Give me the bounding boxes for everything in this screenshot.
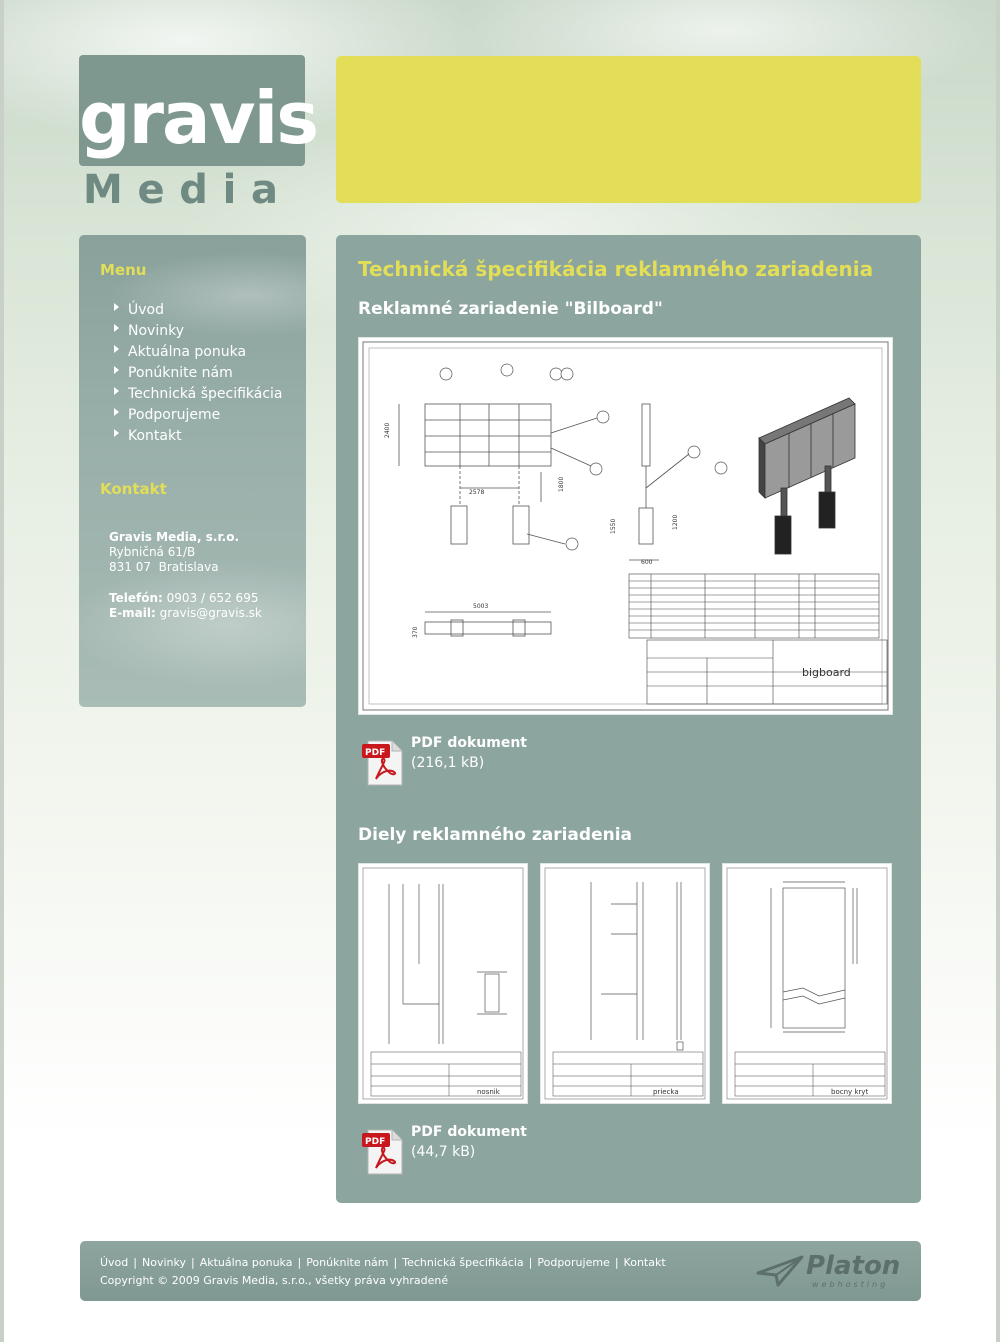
section-title-diely: Diely reklamného zariadenia <box>358 825 633 845</box>
pdf-download-diely[interactable]: PDF PDF dokument (44,7 kB) <box>358 1124 658 1180</box>
part-drawing-svg: bocny kryt <box>726 867 888 1100</box>
arrow-right-icon <box>114 408 119 416</box>
sidebar-item-podporujeme[interactable]: Podporujeme <box>112 405 283 426</box>
sidebar-item-label: Aktuálna ponuka <box>128 344 247 360</box>
sidebar-item-novinky[interactable]: Novinky <box>112 321 283 342</box>
logo-subtitle: Media <box>81 167 308 219</box>
arrow-right-icon <box>114 303 119 311</box>
logo-media-lettering: Media <box>83 167 303 213</box>
sidebar-item-aktualna-ponuka[interactable]: Aktuálna ponuka <box>112 342 283 363</box>
pdf-file-size: (44,7 kB) <box>411 1144 476 1160</box>
footer-link-ponuknite-nam[interactable]: Ponúknite nám <box>306 1256 389 1269</box>
pdf-file-icon: PDF <box>362 740 403 786</box>
footer-link-technicka-specifikacia[interactable]: Technická špecifikácia <box>402 1256 524 1269</box>
footer: Úvod | Novinky | Aktuálna ponuka | Ponúknite n… <box>80 1241 921 1301</box>
svg-text:600: 600 <box>641 559 653 566</box>
footer-separator: | <box>614 1256 619 1269</box>
contact-street: Rybničná 61/B <box>109 545 196 559</box>
arrow-right-icon <box>114 366 119 374</box>
paper-plane-icon <box>756 1255 804 1287</box>
technical-drawing-svg: 2578 2400 1800 600 1550 <box>362 341 889 711</box>
footer-link-podporujeme[interactable]: Podporujeme <box>537 1256 610 1269</box>
pdf-file-size: (216,1 kB) <box>411 755 485 771</box>
part-label: bocny kryt <box>831 1088 868 1096</box>
footer-separator: | <box>393 1256 398 1269</box>
arrow-right-icon <box>114 429 119 437</box>
sidebar-menu: Úvod Novinky Aktuálna ponuka Ponúknite n… <box>112 300 283 447</box>
sidebar-item-label: Technická špecifikácia <box>128 386 283 402</box>
sidebar-item-label: Úvod <box>128 302 164 318</box>
arrow-right-icon <box>114 345 119 353</box>
part-drawing-bocny-kryt[interactable]: bocny kryt <box>722 863 892 1104</box>
sidebar-item-kontakt[interactable]: Kontakt <box>112 426 283 447</box>
bilboard-drawing-image[interactable]: 2578 2400 1800 600 1550 <box>358 337 893 715</box>
sidebar-item-label: Ponúknite nám <box>128 365 233 381</box>
footer-separator: | <box>133 1256 137 1269</box>
email-label: E-mail: <box>109 606 156 620</box>
main-content: Technická špecifikácia reklamného zariad… <box>336 235 921 1203</box>
sidebar-item-label: Novinky <box>128 323 184 339</box>
menu-heading: Menu <box>100 261 147 279</box>
footer-nav: Úvod | Novinky | Aktuálna ponuka | Ponúknite n… <box>100 1256 666 1269</box>
footer-link-kontakt[interactable]: Kontakt <box>623 1256 666 1269</box>
drawing-title-label: bigboard <box>802 666 851 679</box>
header-banner <box>336 56 921 203</box>
part-drawing-svg: nosnik <box>362 867 524 1100</box>
section-title-bilboard: Reklamné zariadenie "Bilboard" <box>358 299 663 319</box>
sidebar-item-label: Podporujeme <box>128 407 221 423</box>
pdf-link-label: PDF dokument <box>411 1124 527 1140</box>
svg-text:5003: 5003 <box>473 603 488 610</box>
platon-subtitle: webhosting <box>812 1280 889 1289</box>
footer-link-novinky[interactable]: Novinky <box>142 1256 186 1269</box>
contact-info: Gravis Media, s.r.o. Rybničná 61/B 831 0… <box>109 530 262 621</box>
logo-wordmark: gravis <box>79 76 319 160</box>
part-label: priecka <box>653 1088 679 1096</box>
pdf-file-icon: PDF <box>362 1129 403 1175</box>
sidebar-item-technicka-specifikacia[interactable]: Technická špecifikácia <box>112 384 283 405</box>
part-drawing-priecka[interactable]: priecka <box>540 863 710 1104</box>
logo-box <box>79 55 305 166</box>
company-name: Gravis Media, s.r.o. <box>109 530 240 544</box>
svg-text:1200: 1200 <box>672 515 679 530</box>
sidebar-item-ponuknite-nam[interactable]: Ponúknite nám <box>112 363 283 384</box>
sidebar-item-label: Kontakt <box>128 428 182 444</box>
svg-text:370: 370 <box>412 626 419 638</box>
arrow-right-icon <box>114 387 119 395</box>
sidebar: Menu Úvod Novinky Aktuálna ponuka Ponúkn… <box>79 235 306 707</box>
platon-name: Platon <box>806 1251 901 1281</box>
platon-hosting-logo[interactable]: Platon webhosting <box>756 1251 906 1293</box>
pdf-link-label: PDF dokument <box>411 735 527 751</box>
footer-separator: | <box>190 1256 195 1269</box>
pdf-download-bilboard[interactable]: PDF PDF dokument (216,1 kB) <box>358 735 658 791</box>
part-drawing-svg: priecka <box>544 867 706 1100</box>
svg-text:PDF: PDF <box>365 748 385 758</box>
phone-label: Telefón: <box>109 591 163 605</box>
part-label: nosnik <box>477 1088 501 1096</box>
svg-text:2578: 2578 <box>469 489 484 496</box>
svg-text:PDF: PDF <box>365 1137 385 1147</box>
sidebar-item-uvod[interactable]: Úvod <box>112 300 283 321</box>
contact-city: 831 07 Bratislava <box>109 560 219 574</box>
svg-text:2400: 2400 <box>384 423 391 438</box>
site-logo[interactable]: gravis Media <box>79 55 319 213</box>
phone-number: 0903 / 652 695 <box>166 591 259 605</box>
page-title: Technická špecifikácia reklamného zariad… <box>358 257 874 281</box>
arrow-right-icon <box>114 324 119 332</box>
footer-separator: | <box>297 1256 302 1269</box>
svg-text:1550: 1550 <box>610 519 617 534</box>
email-link[interactable]: gravis@gravis.sk <box>159 606 262 620</box>
svg-text:1800: 1800 <box>558 477 565 492</box>
contact-heading: Kontakt <box>100 480 167 498</box>
copyright-text: Copyright © 2009 Gravis Media, s.r.o., v… <box>100 1274 449 1287</box>
svg-text:Media: Media <box>83 167 303 211</box>
footer-separator: | <box>528 1256 533 1269</box>
footer-link-uvod[interactable]: Úvod <box>100 1256 129 1269</box>
part-drawing-nosnik[interactable]: nosnik <box>358 863 528 1104</box>
footer-link-aktualna-ponuka[interactable]: Aktuálna ponuka <box>199 1256 293 1269</box>
